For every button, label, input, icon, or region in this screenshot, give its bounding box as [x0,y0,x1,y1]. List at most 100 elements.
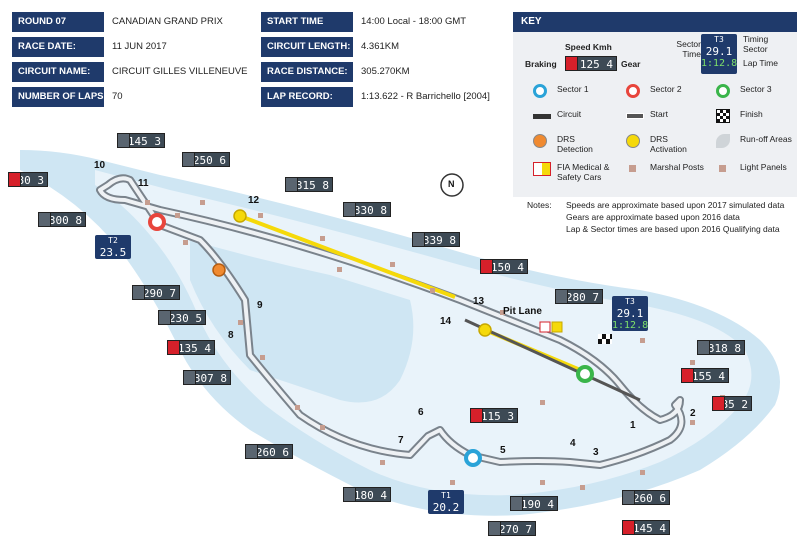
speed-badge: 280 7 [555,289,603,304]
speed-text: 330 8 [353,204,387,217]
speed-text: 145 3 [127,135,161,148]
race-name: CANADIAN GRAND PRIX [104,12,254,32]
braking-indicator [566,57,578,70]
gear-marker [413,233,425,246]
sector-time: 20.2 [432,501,460,514]
round-label: ROUND 07 [12,12,104,32]
drs-zone-back-straight [239,214,456,299]
speed-badge: 80 3 [8,172,48,187]
speed-text: 180 4 [353,489,387,502]
speed-text: 290 7 [142,287,176,300]
timing-sector-label: Timing Sector [743,34,769,54]
speed-badge: 260 6 [245,444,293,459]
compass-icon [440,173,464,197]
gear-marker [159,311,171,324]
notes-line-2: Gears are approximate based upon 2016 da… [566,212,740,222]
speed-example-badge: 125 4 [565,56,617,71]
gear-marker [286,178,298,191]
legend-label-12: Light Panels [740,162,787,172]
legend-symbol-9 [716,134,730,148]
legend-label-5: Start [650,109,668,119]
speed-text: 190 4 [520,498,554,511]
speed-badge: 318 8 [697,340,745,355]
speed-text: 280 7 [565,291,599,304]
drs-activation-point-1 [233,209,247,223]
gear-marker [246,445,258,458]
legend-symbol-12 [719,165,726,172]
speed-badge: 145 3 [117,133,165,148]
start-time-label: START TIME [261,12,353,32]
legend-label-10: FIA Medical & Safety Cars [557,162,610,182]
legend-label-3: Sector 3 [740,84,772,94]
legend-symbol-8 [626,134,640,148]
speed-badge: 230 5 [158,310,206,325]
number-of-laps-label: NUMBER OF LAPS: [12,87,107,107]
speed-badge: 85 2 [712,396,752,411]
compass-label: N [448,179,455,189]
speed-text: 260 6 [632,492,666,505]
circuit-track-inner [98,176,684,467]
sector-time-label: Sector Time [676,39,701,59]
speed-badge: 290 7 [132,285,180,300]
lap-record-value: 1:13.622 - R Barrichello [2004] [353,87,503,107]
race-date-label: RACE DATE: [12,37,104,57]
gear-marker [118,134,130,147]
legend-symbol-3 [716,84,730,98]
gear-marker [344,488,356,501]
pit-lane-label: Pit Lane [503,306,542,317]
speed-text: 115 3 [480,410,514,423]
speed-text: 307 8 [193,372,227,385]
race-distance-value: 305.270KM [353,62,503,82]
legend-label-1: Sector 1 [557,84,589,94]
race-distance-label: RACE DISTANCE: [261,62,353,82]
corner-11-label: 11 [138,178,149,189]
sector-1-marker [464,449,482,467]
legend-symbol-10 [533,162,551,176]
gear-marker [623,521,635,534]
speed-label: Speed Kmh [565,42,612,52]
legend-symbol-1 [533,84,547,98]
speed-badge: 180 4 [343,487,391,502]
speed-text: 150 4 [490,261,524,274]
speed-text: 260 6 [255,446,289,459]
speed-badge: 115 3 [470,408,518,423]
gear-marker [623,491,635,504]
number-of-laps-value: 70 [104,87,254,107]
sector-id: T2 [108,236,118,245]
sector-time: 29.1 [616,307,644,320]
speed-badge: 250 6 [182,152,230,167]
gear-marker [511,497,523,510]
circuit-length-label: CIRCUIT LENGTH: [261,37,353,57]
speed-text: 85 2 [721,398,749,411]
gear-marker [556,290,568,303]
corner-1-label: 1 [630,420,636,431]
legend-symbol-7 [533,134,547,148]
gear-marker [9,173,21,186]
legend-label-4: Circuit [557,109,582,119]
legend-label-11: Marshal Posts [650,162,704,172]
corner-13-label: 13 [473,296,485,307]
speed-badge: 260 6 [622,490,670,505]
example-sector-id: T3 [714,35,724,44]
speed-badge: 155 4 [681,368,729,383]
notes-line-1: Speeds are approximate based upon 2017 s… [566,200,785,210]
speed-text: 135 4 [177,342,211,355]
speed-badge: 307 8 [183,370,231,385]
speed-text: 145 4 [632,522,666,535]
circuit-name-label: CIRCUIT NAME: [12,62,104,82]
lap-time-label: Lap Time [743,58,778,68]
gear-marker [184,371,196,384]
legend-symbol-6 [716,109,730,123]
drs-activation-point-2 [478,323,492,337]
sector-3-marker [576,365,594,383]
legend-symbol-11 [629,165,636,172]
speed-badge: 330 8 [343,202,391,217]
legend-label-9: Run-off Areas [740,134,792,144]
speed-badge: 339 8 [412,232,460,247]
legend-label-6: Finish [740,109,763,119]
legend-symbol-4 [533,114,551,119]
corner-9-label: 9 [257,300,263,311]
legend-label-2: Sector 2 [650,84,682,94]
speed-text: 300 8 [48,214,82,227]
